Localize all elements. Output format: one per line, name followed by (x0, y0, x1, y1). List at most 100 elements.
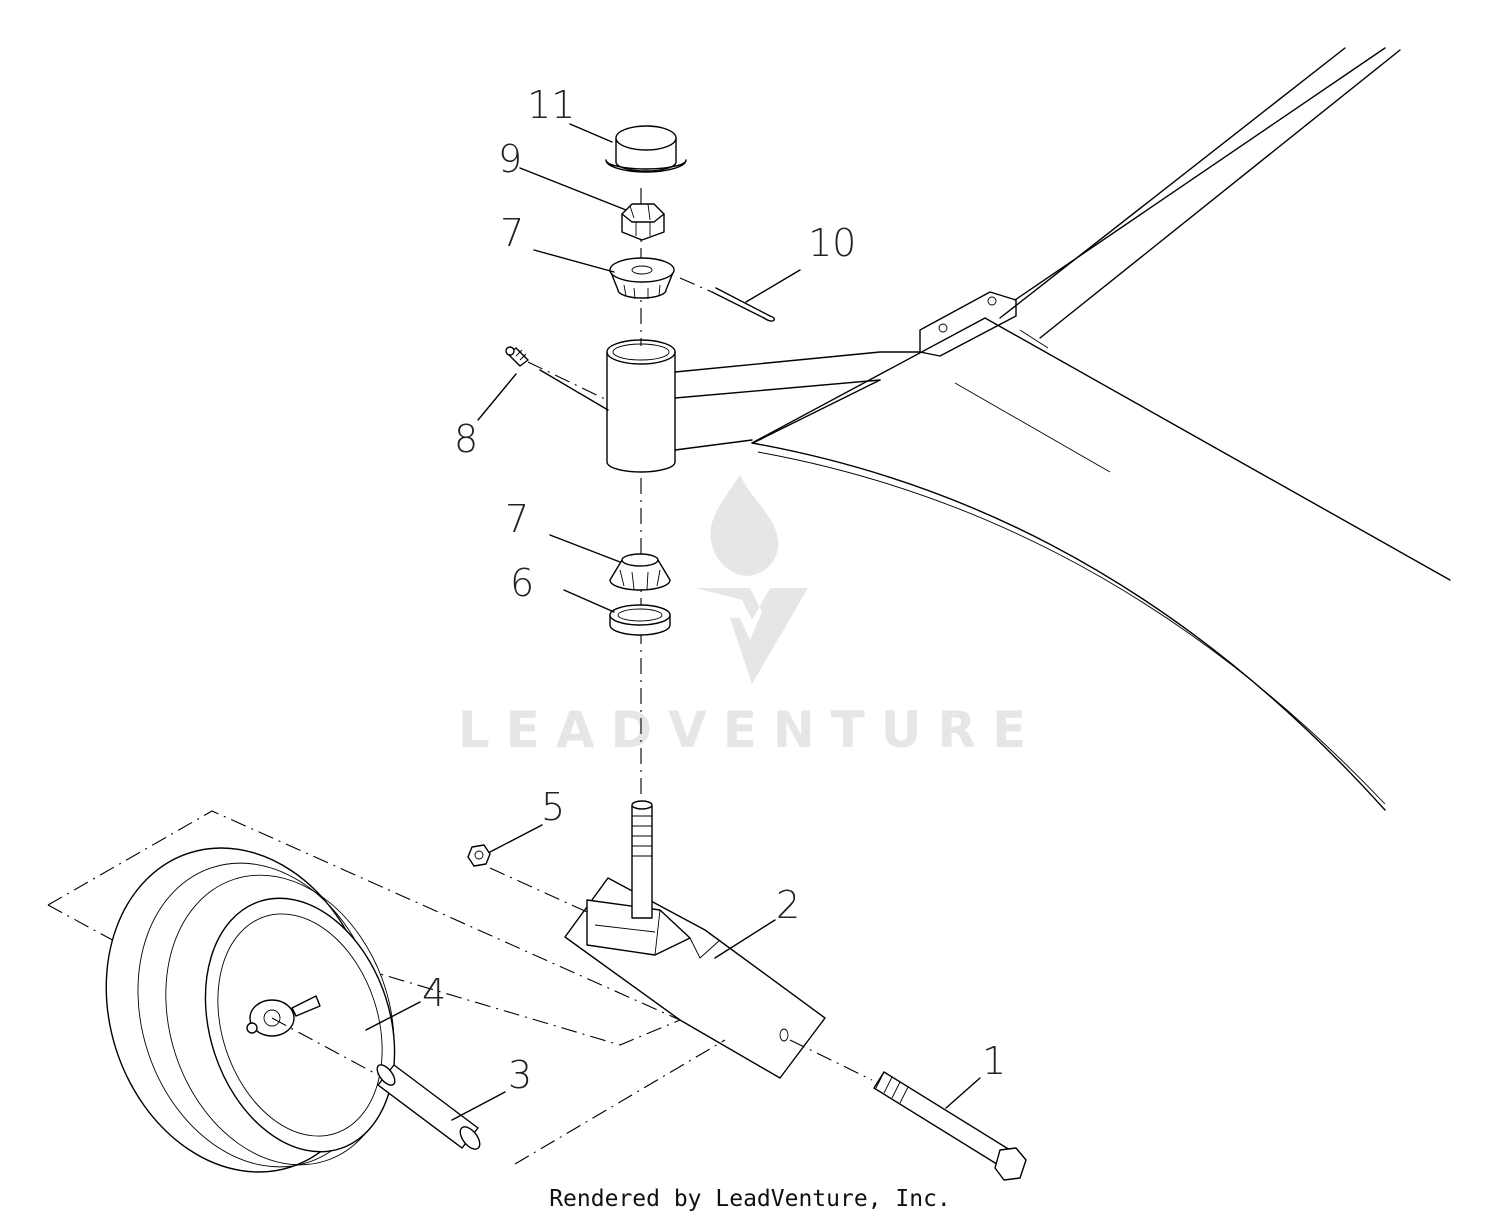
callout-1: 1 (982, 1039, 1006, 1083)
deck-top-edge (751, 317, 1451, 581)
flame-icon (710, 475, 779, 576)
bolt-head (994, 1147, 1027, 1181)
caster-arm (674, 351, 921, 451)
callout-2: 2 (776, 883, 800, 927)
yoke-block-edge (586, 900, 661, 956)
callout-7-upper: 7 (500, 211, 524, 255)
hex-nut-body (467, 844, 491, 867)
v-logo-icon (695, 588, 808, 684)
part-7-lower-bearing (609, 553, 671, 591)
deck-lip (757, 451, 1386, 805)
leader-7-upper (533, 249, 615, 273)
nut-slots (629, 203, 651, 236)
pin-axis (679, 277, 713, 293)
callout-10: 10 (808, 221, 856, 265)
hex-nut-hole (474, 850, 484, 860)
bearing-rollers (623, 284, 661, 300)
bracket-hole-a (938, 323, 948, 333)
part-10-cotter-pin (679, 277, 775, 322)
leader-lines (365, 123, 981, 1121)
fitting-threads (515, 349, 527, 361)
callout-9: 9 (498, 137, 522, 181)
leader-5 (489, 824, 543, 853)
wheel-frame-mid (359, 967, 681, 1046)
leader-6 (563, 589, 615, 613)
yoke-fold (689, 937, 721, 959)
cap-top (615, 125, 677, 151)
part-4-wheel (47, 810, 726, 1173)
watermark-brand: LEADVENTURE (458, 701, 1042, 759)
bolt-shank (873, 1071, 1011, 1167)
fitting-axis (527, 361, 608, 401)
watermark: LEADVENTURE (458, 475, 1042, 759)
cap-flange (605, 159, 687, 173)
wheel-frame-bottom (47, 904, 141, 956)
leader-housing (539, 369, 609, 411)
wheel-rim (217, 913, 383, 1137)
arm-lower (674, 439, 753, 451)
part-6-bearing-race (609, 604, 671, 636)
deck-rail-corner (1019, 329, 1049, 349)
bolt-axis (789, 1039, 873, 1081)
arm-middle (674, 379, 881, 399)
callout-8: 8 (454, 417, 478, 461)
bracket-hole-b (987, 296, 997, 306)
deck-rail-edge (1039, 49, 1401, 339)
deck-rib (954, 382, 1111, 473)
leader-2 (714, 919, 776, 959)
callout-4: 4 (422, 971, 446, 1015)
callout-6: 6 (510, 561, 534, 605)
part-3-axle-spacer (271, 1017, 481, 1150)
callout-7-lower: 7 (505, 497, 529, 541)
arm-brace (754, 379, 881, 443)
hub-grease-zerk (291, 995, 321, 1017)
callouts: 11 9 7 10 8 7 6 5 2 4 3 1 (422, 83, 1006, 1097)
race-top (609, 604, 671, 626)
deck-rail-outer (999, 47, 1346, 319)
hex-nut-axis (489, 867, 588, 913)
hub-bore (263, 1009, 281, 1027)
lower-bearing-rollers (619, 569, 661, 590)
bearing-hole (631, 265, 653, 275)
deck-front-edge (751, 442, 1386, 811)
pin-shank-a (711, 291, 765, 319)
mower-deck (751, 47, 1451, 811)
leader-1 (945, 1077, 981, 1109)
leader-10 (745, 269, 801, 303)
bracket-plate (919, 291, 1017, 357)
wheel-face (204, 897, 396, 1153)
deck-rail-inner (1014, 47, 1386, 301)
part-9-castle-nut (621, 203, 665, 241)
callout-11: 11 (527, 83, 575, 127)
footer-credit: Rendered by LeadVenture, Inc. (549, 1186, 951, 1212)
callout-3: 3 (508, 1053, 532, 1097)
callout-5: 5 (541, 785, 565, 829)
fitting-tip (505, 346, 515, 356)
part-11-cap (605, 125, 687, 173)
arm-upper (674, 351, 921, 373)
tire-groove-2 (165, 874, 395, 1166)
bolt-threads (875, 1071, 909, 1104)
part-2-caster-yoke (564, 800, 826, 1079)
part-8-grease-fitting (505, 346, 608, 401)
spindle-shaft (631, 805, 653, 919)
leader-3 (451, 1091, 506, 1121)
part-1-axle-bolt (789, 1039, 1027, 1181)
spindle-tip (631, 800, 653, 810)
bearing-top (609, 257, 675, 283)
race-inner (617, 608, 663, 622)
leader-7-lower (549, 534, 621, 563)
part-7-upper-bearing (609, 257, 675, 300)
pin-eye (763, 315, 775, 322)
spindle-threads (632, 815, 652, 857)
leader-4 (365, 1001, 421, 1031)
wheel-frame-lower (514, 1039, 726, 1165)
pin-shank-b (715, 287, 771, 317)
leader-11 (569, 123, 613, 143)
leader-8 (477, 373, 517, 421)
spacer-end-b (459, 1126, 481, 1150)
part-5-hex-nut (467, 844, 588, 913)
caster-housing (606, 339, 676, 473)
nut-top (621, 203, 665, 223)
